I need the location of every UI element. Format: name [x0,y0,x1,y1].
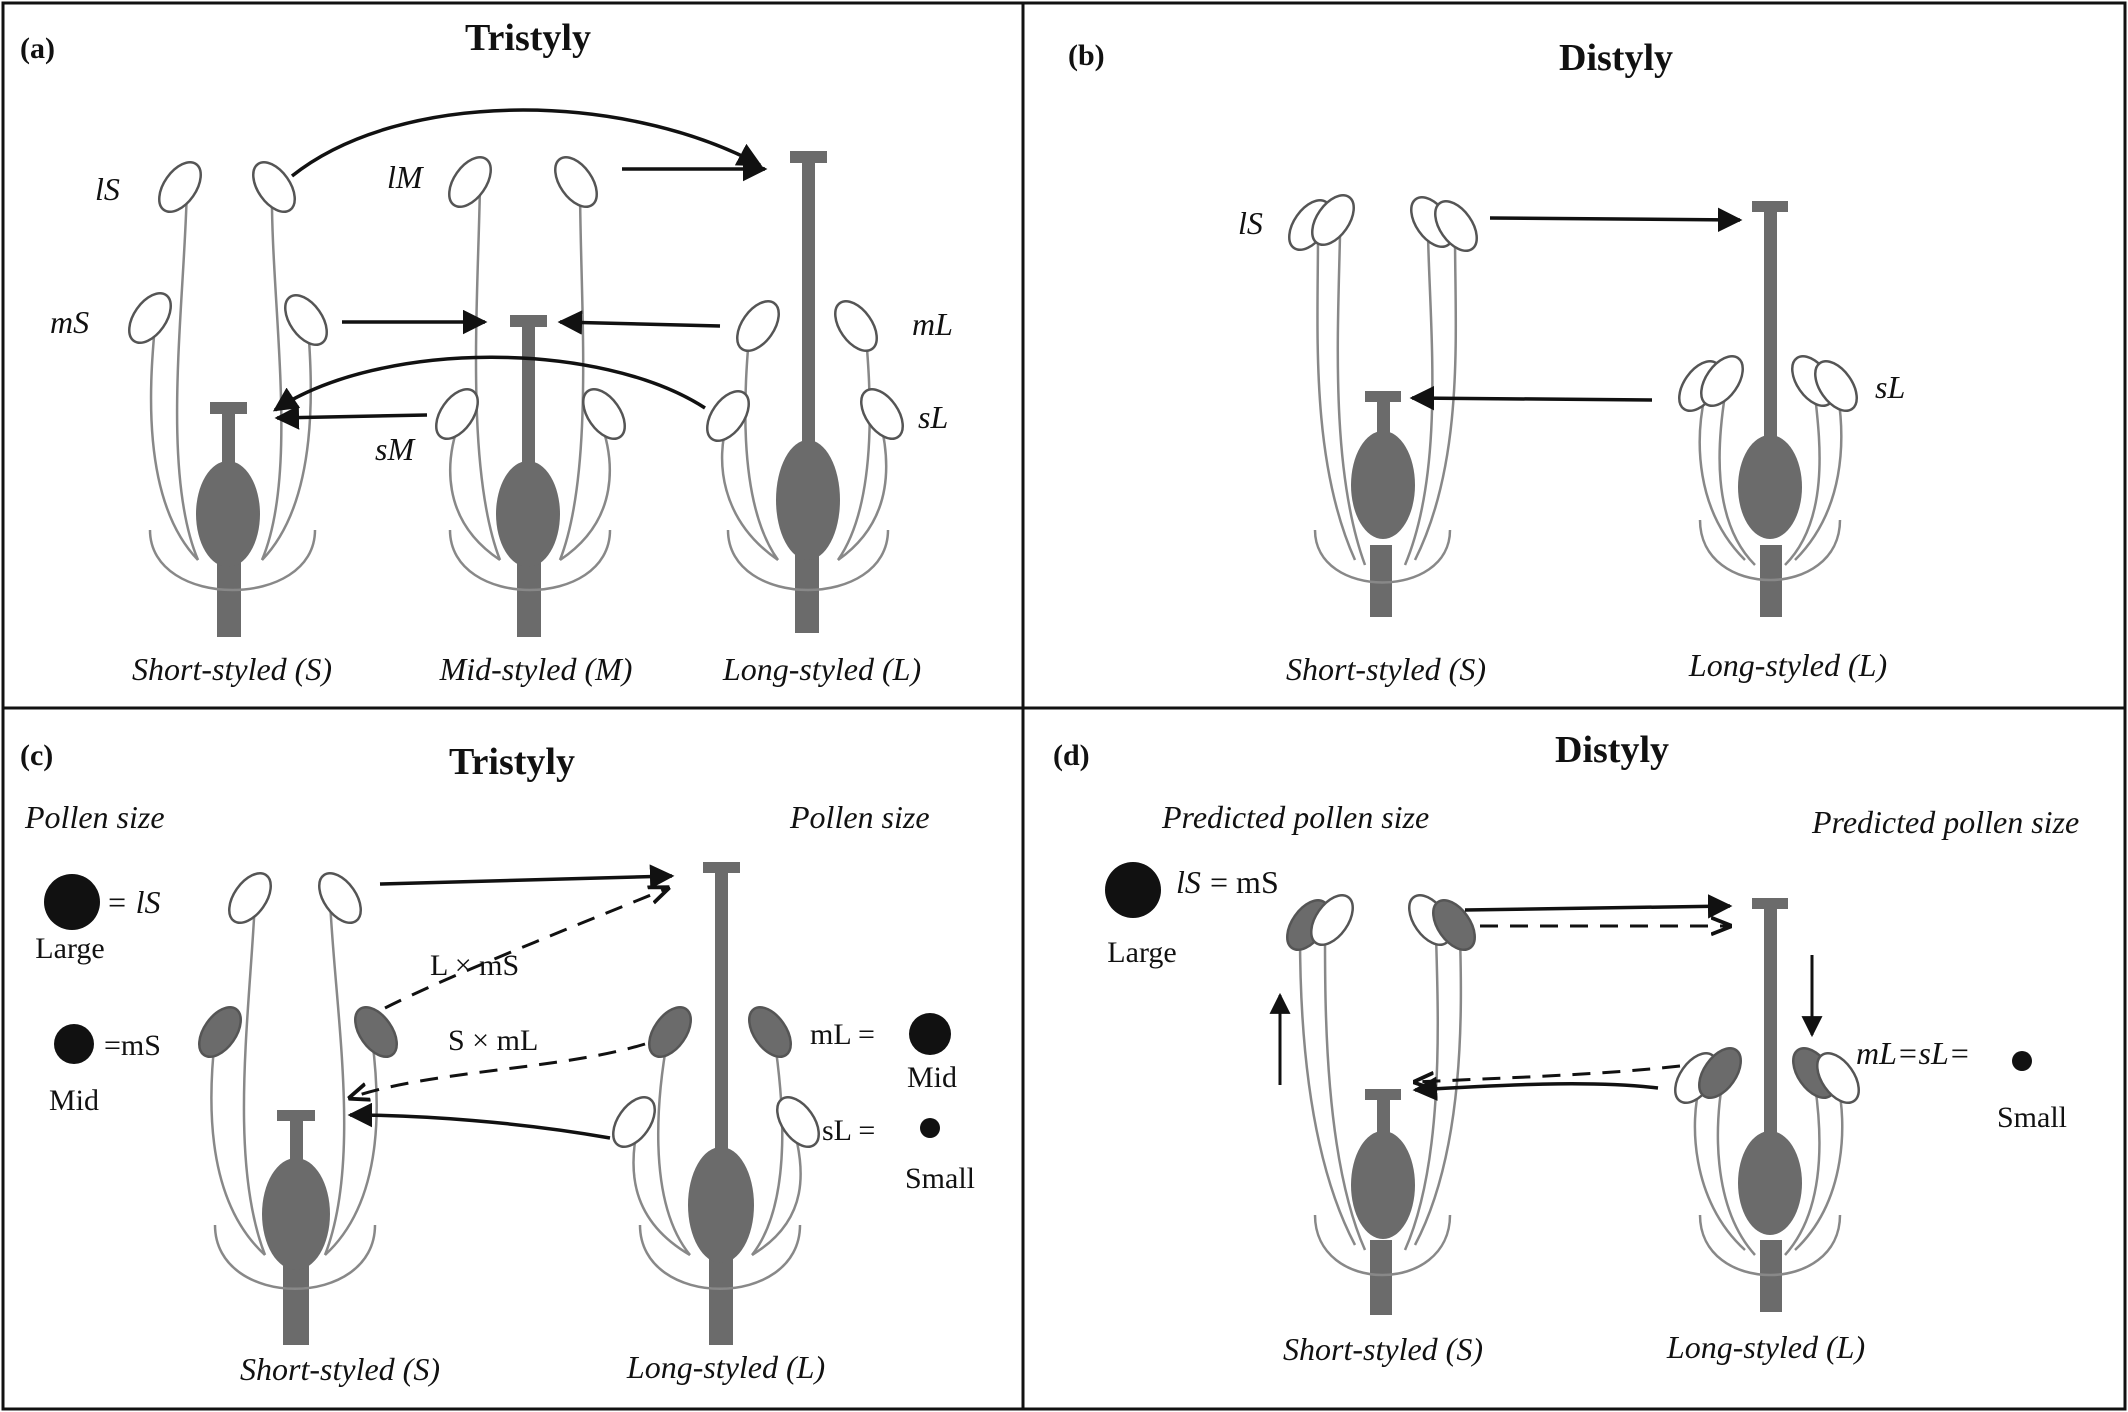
eq-mid-right: mL = [810,1018,875,1051]
morph-b-short: Short-styled (S) [1286,651,1486,687]
flower-c-short-styled [198,872,398,1345]
arrows-a [272,108,768,430]
panel-d-title: Distyly [1555,729,1669,771]
label-mid-right: Mid [907,1061,957,1094]
label-a-sM: sM [375,431,416,467]
label-a-mL: mL [912,306,953,342]
pollen-size-right: Pollen size [789,799,930,835]
cross-label-1: L × mS [430,949,519,982]
morph-d-long: Long-styled (L) [1666,1329,1865,1365]
label-mid-left: Mid [49,1084,99,1117]
label-b-lS: lS [1238,205,1263,241]
panel-c-title: Tristyly [449,741,575,783]
flower-a-long-styled [706,151,904,633]
predicted-pollen-left: Predicted pollen size [1161,799,1429,835]
pollen-dot-large [44,874,100,930]
eq-large-d-b: = mS [1210,864,1279,900]
panel-d: (d) Distyly Predicted pollen size Predic… [1053,729,2079,1367]
panel-a-letter: (a) [20,32,55,65]
morph-b-long: Long-styled (L) [1688,647,1887,683]
predicted-pollen-right: Predicted pollen size [1811,804,2079,840]
label-small-right: Small [905,1162,975,1195]
morph-c-short: Short-styled (S) [240,1351,440,1387]
panel-a-title: Tristyly [465,17,591,59]
morph-a-long: Long-styled (L) [722,651,921,687]
label-a-lM: lM [387,159,425,195]
label-a-lS: lS [95,171,120,207]
pollen-dot-small-right [920,1118,940,1138]
label-small-d: Small [1997,1101,2067,1134]
panel-d-letter: (d) [1053,739,1090,772]
eq-small-d: mL=sL= [1856,1035,1970,1071]
label-large-left: Large [35,932,104,965]
arrows-c [350,864,675,1140]
eq-small-right: sL = [822,1114,875,1147]
panel-b-letter: (b) [1068,39,1105,72]
morph-c-long: Long-styled (L) [626,1349,825,1385]
panel-a: (a) Tristyly [20,17,953,687]
label-b-sL: sL [1875,369,1905,405]
panel-c-letter: (c) [20,739,53,772]
flower-b-short-styled [1288,194,1478,617]
arrows-d [1269,894,1823,1101]
flower-a-mid-styled [435,156,626,637]
morph-a-mid: Mid-styled (M) [439,651,633,687]
panel-c: (c) Tristyly Pollen size Pollen size [20,739,975,1387]
panel-b-title: Distyly [1559,37,1673,79]
eq-mid-left: =mS [104,1029,161,1062]
panel-b: (b) Distyly [1068,37,1905,687]
flower-c-long-styled [612,862,820,1345]
pollen-size-left: Pollen size [24,799,165,835]
pollen-dot-mid-right [909,1013,951,1055]
label-a-sL: sL [918,399,948,435]
pollen-dot-small-d [2012,1051,2032,1071]
morph-d-short: Short-styled (S) [1283,1331,1483,1367]
flower-d-long-styled [1674,898,1860,1312]
flower-a-short-styled [128,161,328,637]
arrows-b [1409,207,1743,411]
eq-large-d-a: lS [1176,864,1201,900]
label-a-mS: mS [50,304,89,340]
flower-d-short-styled [1286,894,1476,1315]
label-large-d: Large [1107,936,1176,969]
cross-label-2: S × mL [448,1024,538,1057]
pollen-dot-mid-left [54,1024,94,1064]
morph-a-short: Short-styled (S) [132,651,332,687]
eq-large-left: = lS [106,884,160,920]
flower-b-long-styled [1678,201,1858,617]
pollen-dot-large-d [1105,862,1161,918]
